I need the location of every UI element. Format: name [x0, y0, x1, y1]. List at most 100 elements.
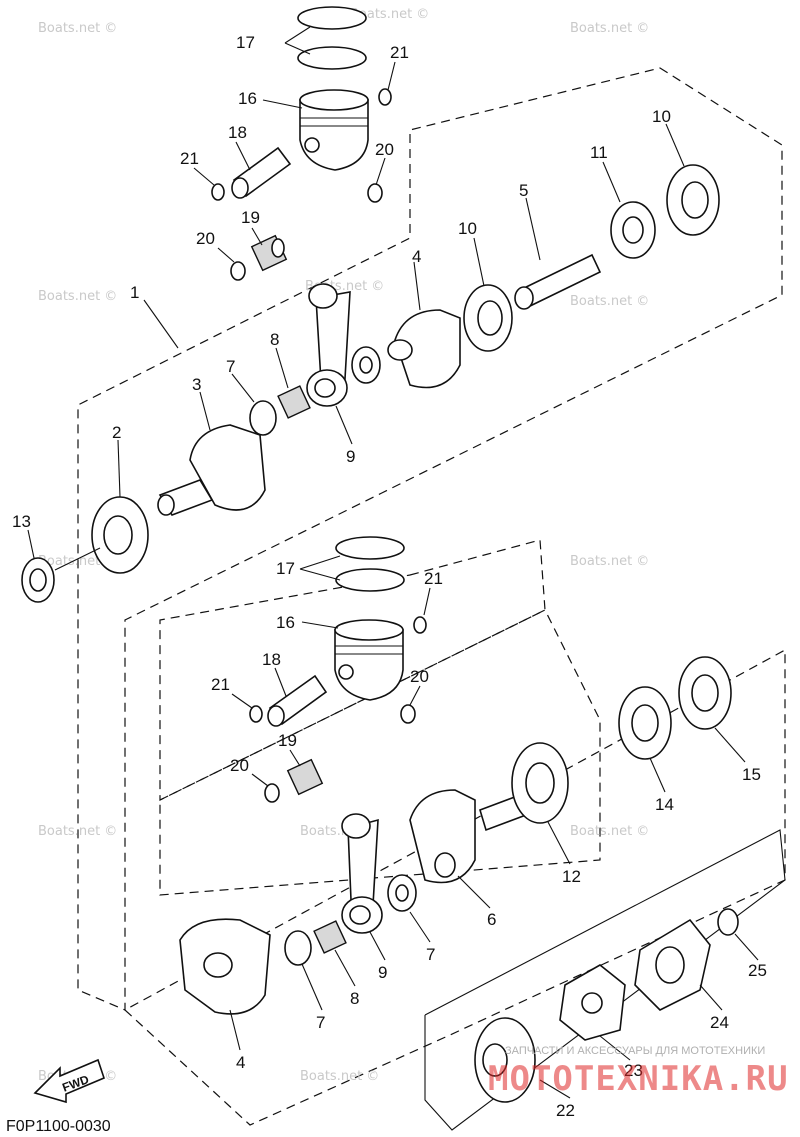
callout-15: 15 [742, 765, 761, 784]
watermark: Boats.net © [300, 1069, 379, 1084]
callout-14: 14 [655, 795, 674, 814]
callout-25: 25 [748, 961, 767, 980]
callout-2: 2 [112, 423, 121, 442]
callout-6: 6 [487, 910, 496, 929]
crank-half-6 [409, 789, 527, 884]
piston-ring-top [297, 6, 367, 30]
watermark: Boats.net © [38, 824, 117, 839]
callout-9: 9 [378, 963, 387, 982]
shop-brand: MOTOTEXNIKA.RU [488, 1059, 789, 1099]
leader-line [54, 547, 101, 571]
assembly-outline-crank-lower [159, 609, 601, 896]
callout-20: 20 [410, 667, 429, 686]
piston-upper [299, 89, 369, 171]
assembly-outline-main [123, 648, 786, 1126]
callout-8: 8 [270, 330, 279, 349]
needle-bearing-upper [250, 234, 288, 272]
callout-7: 7 [316, 1013, 325, 1032]
connecting-rod-upper [306, 283, 351, 407]
piston-pin-lower [267, 674, 328, 727]
assembly-outline-lower [159, 539, 546, 801]
crank-pin-bearing-lower [313, 920, 347, 954]
callout-7: 7 [226, 357, 235, 376]
callout-17: 17 [276, 559, 295, 578]
connecting-rod-lower [341, 813, 383, 934]
washer-20 [230, 261, 246, 281]
watermark: Boats.net © [570, 824, 649, 839]
callout-22: 22 [556, 1101, 575, 1120]
coupling-22 [474, 1017, 536, 1103]
callout-9: 9 [346, 447, 355, 466]
nut-11 [610, 201, 656, 259]
crank-half-3 [157, 424, 266, 516]
circlip-21 [249, 705, 263, 723]
watermark: Boats.net © [38, 289, 117, 304]
watermark: Boats.net © [350, 7, 429, 22]
crank-half-4-upper [387, 309, 461, 389]
callout-21: 21 [424, 569, 443, 588]
callout-21: 21 [211, 675, 230, 694]
bearing-12 [511, 742, 569, 824]
needle-bearing-lower [286, 758, 324, 796]
washer-7 [249, 400, 277, 436]
oil-seal-13 [21, 557, 55, 603]
callout-19: 19 [278, 731, 297, 750]
callout-7: 7 [426, 945, 435, 964]
watermark: Boats.net © [570, 294, 649, 309]
washer-20 [400, 704, 416, 724]
callout-5: 5 [519, 181, 528, 200]
washer-20 [367, 183, 383, 203]
bearing-2 [91, 496, 149, 574]
callout-20: 20 [230, 756, 249, 775]
callout-18: 18 [262, 650, 281, 669]
callout-21: 21 [390, 43, 409, 62]
bearing-10-right [666, 164, 720, 236]
leader-lines [27, 26, 759, 1099]
callout-21: 21 [180, 149, 199, 168]
callout-1: 1 [130, 283, 139, 302]
callout-12: 12 [562, 867, 581, 886]
coupling-24 [634, 918, 711, 1011]
callout-11: 11 [590, 143, 608, 162]
callout-10: 10 [652, 107, 671, 126]
watermark: Boats.net © [570, 554, 649, 569]
thrust-washer-lower-hole [395, 884, 409, 902]
callout-4: 4 [412, 247, 421, 266]
callout-17: 17 [236, 33, 255, 52]
diagram-code: F0P1100-0030 [6, 1118, 111, 1135]
callout-labels: 17 21 16 18 21 20 19 20 1 4 10 5 11 10 8… [12, 33, 767, 1120]
callout-20: 20 [196, 229, 215, 248]
callout-23: 23 [624, 1061, 643, 1080]
circlip-21 [378, 88, 392, 106]
watermark: Boats.net © [570, 21, 649, 36]
thrust-washer-hole [359, 356, 373, 374]
callout-19: 19 [241, 208, 260, 227]
shop-subtitle: ЗАПЧАСТИ И АКСЕССУАРЫ ДЛЯ МОТОТЕХНИКИ [505, 1045, 765, 1057]
circlip-21 [413, 616, 427, 634]
watermark: Boats.net © [38, 21, 117, 36]
bearing-15 [678, 656, 732, 730]
assembly-outline-upper [77, 67, 783, 1011]
piston-pin-upper [231, 146, 292, 199]
callout-10: 10 [458, 219, 477, 238]
circlip-21 [211, 183, 225, 201]
callout-16: 16 [238, 89, 257, 108]
crank-pin-bearing-upper [277, 385, 311, 419]
callout-8: 8 [350, 989, 359, 1008]
piston-ring-2 [297, 46, 367, 70]
callout-4: 4 [236, 1053, 245, 1072]
damper-23 [559, 964, 626, 1041]
washer-25 [717, 908, 739, 936]
washer-20 [264, 783, 280, 803]
callout-24: 24 [710, 1013, 729, 1032]
bearing-10-upper [463, 284, 513, 352]
crank-pin-5 [514, 253, 602, 310]
piston-ring-lower-2 [335, 568, 405, 592]
callout-20: 20 [375, 140, 394, 159]
piston-lower [334, 619, 404, 701]
piston-ring-lower-top [335, 536, 405, 560]
callout-16: 16 [276, 613, 295, 632]
crank-half-4-lower [179, 918, 271, 1015]
callout-13: 13 [12, 512, 31, 531]
